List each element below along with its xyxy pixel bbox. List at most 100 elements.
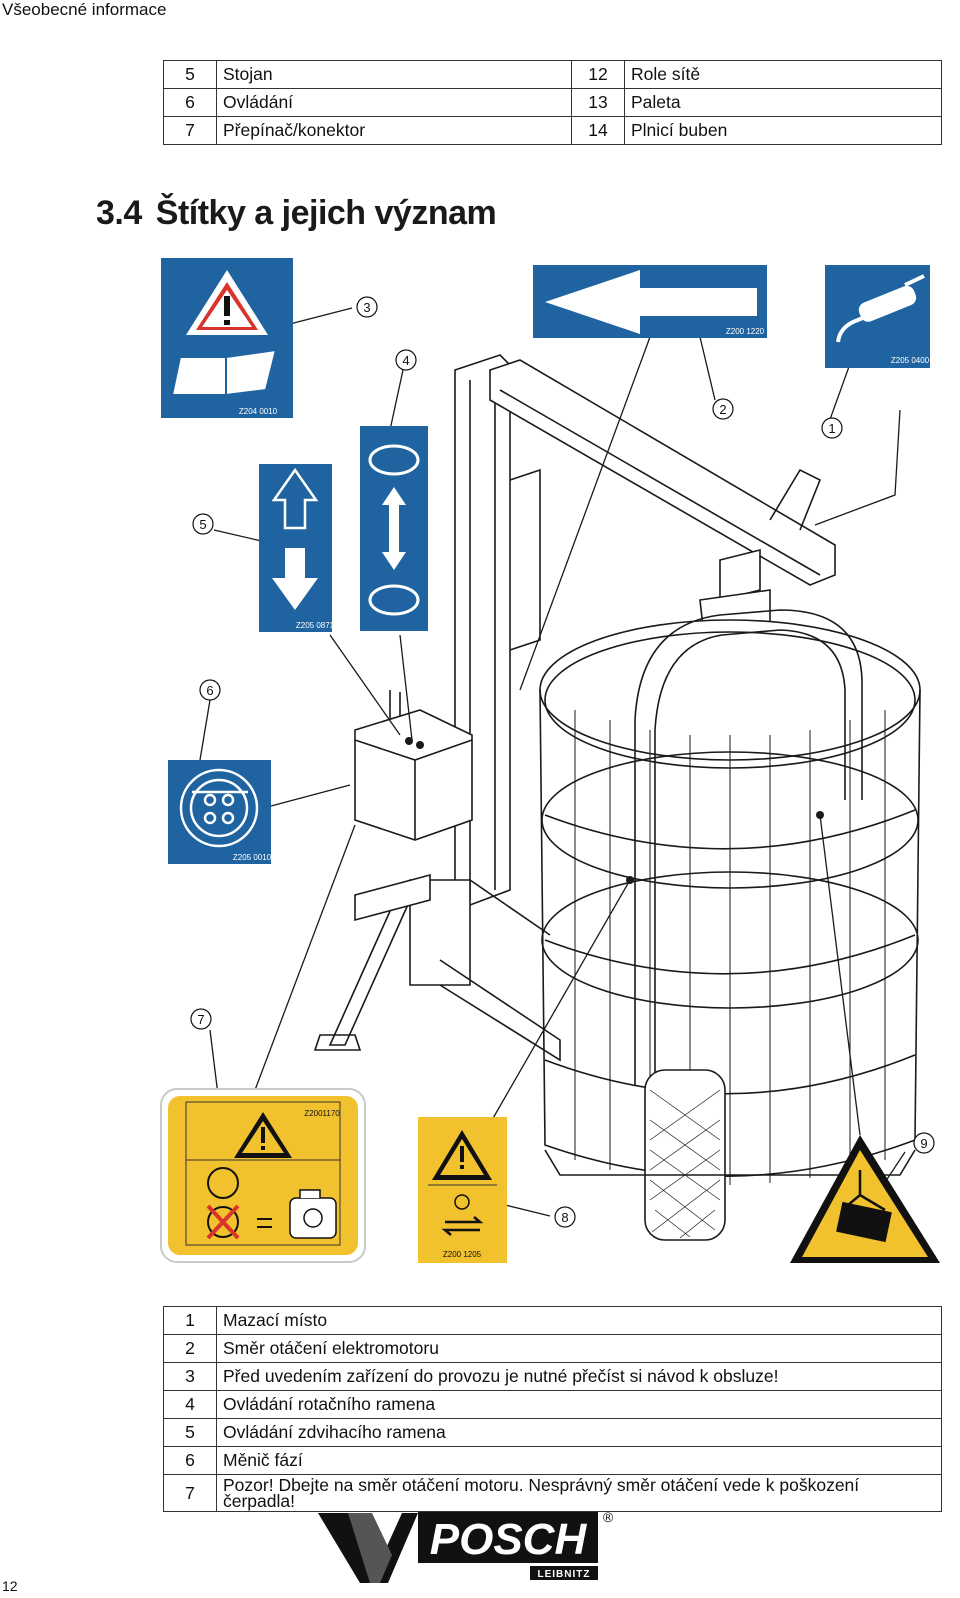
sign-code: Z200 1205 (443, 1250, 482, 1259)
sign-code: Z205 0010 (233, 853, 272, 862)
lifting-hazard-icon (836, 1170, 892, 1243)
warning-triangle-icon (432, 1130, 492, 1180)
rotate-icon (454, 1194, 470, 1210)
table-row: 6 Ovládání 13 Paleta (163, 88, 942, 117)
svg-text:9: 9 (920, 1136, 927, 1151)
rotation-arrow-sign: Z200 1220 (533, 265, 767, 338)
table-cell: Pozor! Dbejte na směr otáčení motoru. Ne… (216, 1474, 942, 1512)
pump-icon (289, 1189, 337, 1239)
double-arrow-icon (382, 487, 406, 570)
sign-code: Z205 0400 (891, 356, 930, 365)
callout-9: 9 (913, 1132, 935, 1154)
manual-sign: Z204 0010 (161, 258, 293, 418)
warning-triangle-icon (186, 270, 268, 335)
table-cell: 2 (163, 1334, 217, 1363)
rotary-control-sign (360, 426, 428, 631)
table-cell: 4 (163, 1390, 217, 1419)
section-title: 3.4 Štítky a jejich význam (96, 194, 497, 233)
table-cell: Plnicí buben (624, 116, 942, 145)
svg-text:2: 2 (719, 402, 726, 417)
callouts: 1 2 3 4 5 6 7 8 9 (190, 296, 935, 1228)
section-title-text: Štítky a jejich význam (155, 194, 497, 232)
table-cell: Ovládání zdvihacího ramena (216, 1418, 942, 1447)
section-number: 3.4 (96, 194, 142, 232)
posch-logo: POSCH LEIBNITZ ® (318, 1509, 614, 1583)
callout-6: 6 (199, 679, 221, 701)
callout-4: 4 (395, 349, 417, 371)
grease-sign: Z205 0400 (825, 265, 930, 368)
table-cell: 6 (163, 1446, 217, 1475)
svg-text:4: 4 (402, 353, 409, 368)
svg-text:5: 5 (199, 517, 206, 532)
table-cell: Ovládání (216, 88, 572, 117)
arrow-left-icon (545, 270, 757, 334)
table-cell: 7 (163, 1474, 217, 1512)
callout-1: 1 (821, 417, 843, 439)
page-number: 12 (2, 1578, 18, 1594)
table-cell: 14 (571, 116, 625, 145)
pump-warning-sign: Z2001170 (160, 1088, 366, 1263)
svg-text:3: 3 (363, 300, 370, 315)
table-cell: Role sítě (624, 60, 942, 89)
table-cell: 5 (163, 1418, 217, 1447)
phase-converter-sign: Z205 0010 (168, 760, 272, 864)
table-row: 5 Stojan 12 Role sítě (163, 60, 942, 89)
table-cell: 12 (571, 60, 625, 89)
svg-text:6: 6 (206, 683, 213, 698)
leader-lines (199, 307, 906, 1217)
svg-text:8: 8 (561, 1210, 568, 1225)
table-cell: 6 (163, 88, 217, 117)
logo-brand: POSCH (430, 1515, 588, 1564)
table-cell: Paleta (624, 88, 942, 117)
table-cell: Přepínač/konektor (216, 116, 572, 145)
table-cell: 3 (163, 1362, 217, 1391)
parts-table-top: 5 Stojan 12 Role sítě 6 Ovládání 13 Pale… (163, 60, 942, 145)
table-cell: Před uvedením zařízení do provozu je nut… (216, 1362, 942, 1391)
table-cell: 13 (571, 88, 625, 117)
callout-2: 2 (712, 398, 734, 420)
leader-dots (405, 737, 824, 884)
sign-code: Z200 1220 (726, 327, 765, 336)
table-row: 7 Přepínač/konektor 14 Plnicí buben (163, 116, 942, 145)
logo-registered: ® (603, 1509, 614, 1525)
double-arrow-icon (441, 1216, 484, 1236)
table-cell: 5 (163, 60, 217, 89)
sign-code: Z2001170 (304, 1109, 340, 1118)
grease-gun-icon (836, 274, 925, 343)
svg-text:1: 1 (828, 421, 835, 436)
table-cell: Mazací místo (216, 1306, 942, 1335)
motor-direction-sign: Z200 1205 (418, 1117, 507, 1263)
callout-7: 7 (190, 1008, 212, 1030)
table-cell: Směr otáčení elektromotoru (216, 1334, 942, 1363)
sign-code: Z205 0871 (296, 621, 335, 630)
page-header-label: Všeobecné informace (2, 0, 167, 19)
arrow-down-icon (272, 548, 318, 610)
warning-triangle-icon (234, 1112, 292, 1158)
lift-control-sign: Z205 0871 (259, 464, 335, 632)
svg-text:7: 7 (197, 1012, 204, 1027)
table-cell: Stojan (216, 60, 572, 89)
machine-drawing (313, 354, 921, 1241)
sign-code: Z204 0010 (239, 407, 278, 416)
callout-3: 3 (356, 296, 378, 318)
table-cell: Ovládání rotačního ramena (216, 1390, 942, 1419)
callout-5: 5 (192, 513, 214, 535)
rotate-icon (368, 444, 420, 616)
rotate-icon (207, 1167, 239, 1199)
callout-8: 8 (554, 1206, 576, 1228)
table-cell: 1 (163, 1306, 217, 1335)
phase-converter-icon (179, 768, 259, 848)
open-book-icon (170, 348, 278, 397)
table-cell: Měnič fází (216, 1446, 942, 1475)
logo-sub: LEIBNITZ (538, 1569, 591, 1580)
lifting-hazard-sign (790, 1135, 940, 1263)
